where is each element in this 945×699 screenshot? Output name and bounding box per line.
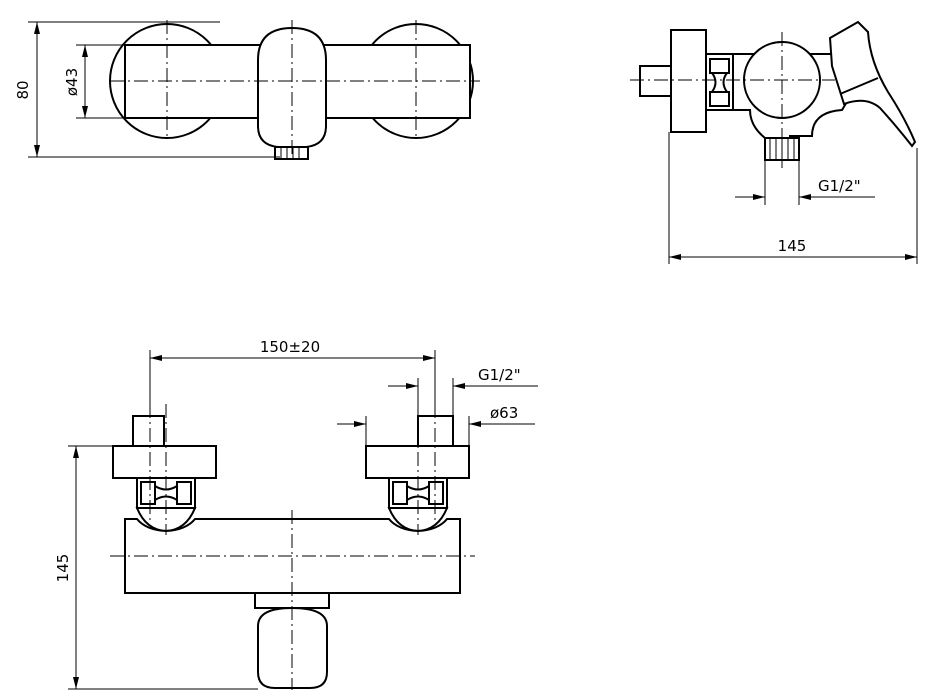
- dim-top-spacing-label: 150±20: [260, 338, 320, 356]
- side-lever: [828, 20, 917, 148]
- dim-front-height-label: 80: [14, 80, 32, 99]
- dim-side-thread-label: G1/2": [818, 177, 861, 195]
- side-inlet: [639, 65, 672, 97]
- dim-front-dia-label: ø43: [63, 68, 81, 96]
- dim-side-depth-label: 145: [778, 237, 807, 255]
- top-left-flange: [112, 445, 217, 479]
- top-body: [124, 518, 461, 594]
- dim-top-dia: ø63: [337, 404, 535, 446]
- dim-top-thread-label: G1/2": [478, 366, 521, 384]
- side-view: G1/2" 145: [630, 20, 918, 264]
- side-flange: [670, 29, 707, 133]
- dim-top-thread: G1/2": [388, 366, 538, 416]
- dim-side-thread: G1/2": [735, 160, 875, 205]
- dim-top-spacing: 150±20: [149, 338, 436, 416]
- top-view: 150±20 G1/2" ø63 1: [54, 338, 538, 690]
- dim-top-dia-label: ø63: [490, 404, 518, 422]
- dim-side-depth: 145: [668, 132, 918, 264]
- dim-front-height: 80: [14, 21, 280, 158]
- dim-top-height-label: 145: [54, 554, 72, 583]
- dim-top-height: 145: [54, 445, 258, 690]
- top-left-inlet: [132, 415, 165, 447]
- front-view: 80 ø43: [14, 20, 480, 160]
- dim-front-dia: ø43: [63, 44, 140, 119]
